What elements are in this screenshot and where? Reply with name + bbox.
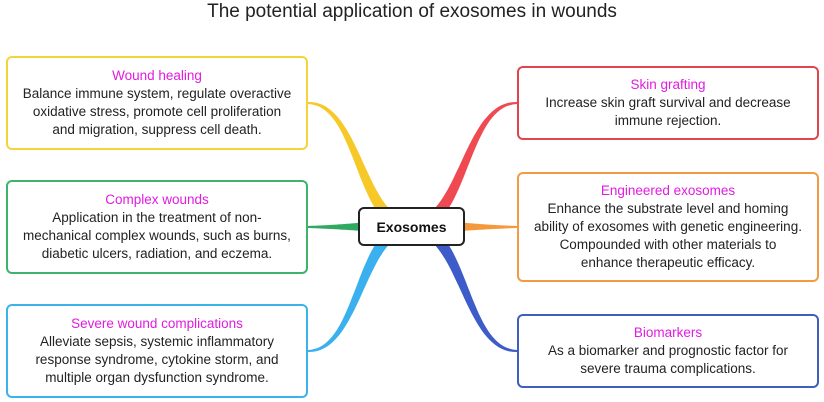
- branch-wound-healing: [308, 102, 412, 234]
- node-heading: Severe wound complications: [71, 316, 243, 331]
- node-wound-healing: Wound healing Balance immune system, reg…: [6, 56, 308, 150]
- branch-biomarkers: [411, 219, 517, 352]
- node-body: As a biomarker and prognostic factor for…: [547, 343, 789, 376]
- node-biomarkers: Biomarkers As a biomarker and prognostic…: [517, 314, 819, 388]
- node-heading: Wound healing: [112, 68, 202, 83]
- node-body: Balance immune system, regulate overacti…: [22, 86, 292, 137]
- node-body: Application in the treatment of non- mec…: [23, 210, 291, 261]
- branch-skin-grafting: [411, 102, 517, 234]
- branch-severe-complications: [308, 219, 412, 352]
- node-heading: Skin grafting: [630, 77, 706, 92]
- node-body: Enhance the substrate level and homing a…: [534, 201, 802, 270]
- node-heading: Biomarkers: [633, 325, 703, 340]
- central-node-exosomes: Exosomes: [358, 207, 465, 246]
- node-body: Increase skin graft survival and decreas…: [545, 95, 791, 128]
- node-body: Alleviate sepsis, systemic inflammatory …: [35, 334, 279, 385]
- node-engineered-exosomes: Engineered exosomes Enhance the substrat…: [517, 172, 819, 282]
- node-heading: Engineered exosomes: [600, 183, 736, 198]
- diagram-title: The potential application of exosomes in…: [207, 1, 617, 22]
- node-complex-wounds: Complex wounds Application in the treatm…: [6, 180, 308, 274]
- node-skin-grafting: Skin grafting Increase skin graft surviv…: [517, 66, 819, 140]
- node-heading: Complex wounds: [105, 192, 209, 207]
- node-severe-wound-complications: Severe wound complications Alleviate sep…: [6, 304, 308, 398]
